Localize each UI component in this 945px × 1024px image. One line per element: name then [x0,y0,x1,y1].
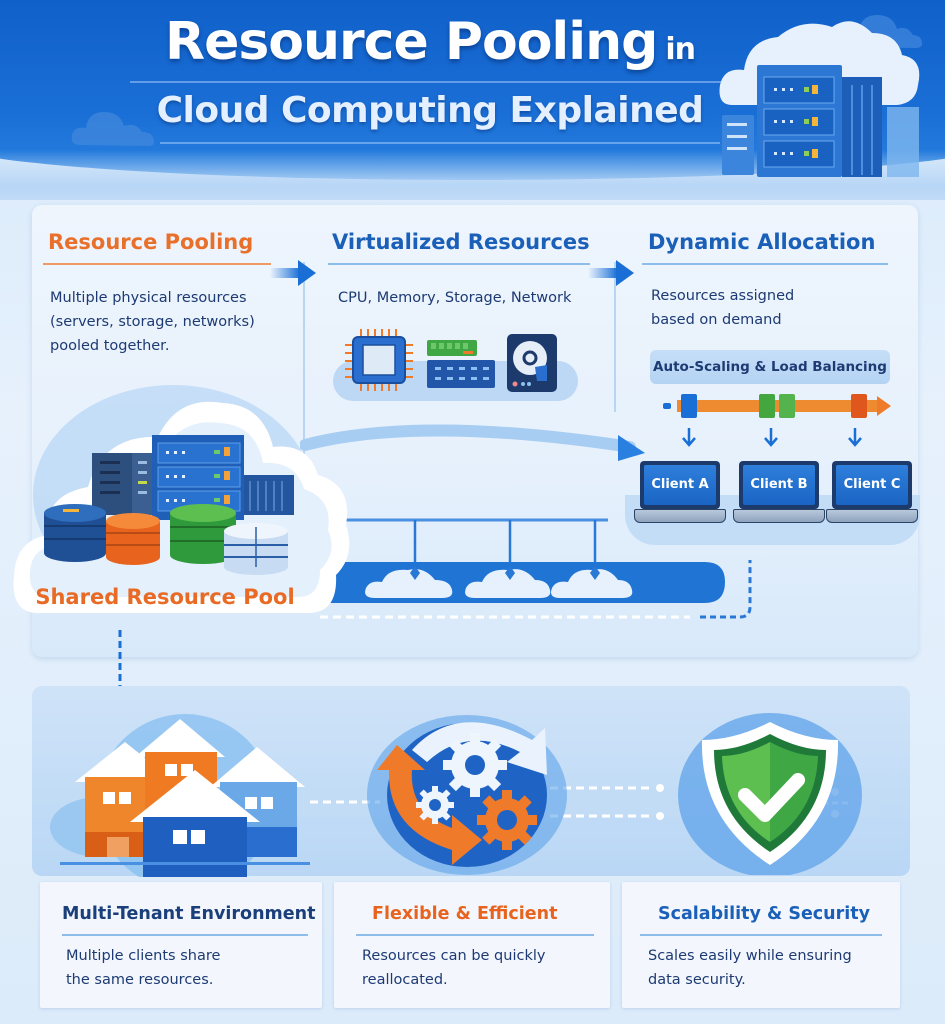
feature-title: Flexible & Efficient [372,904,558,924]
curved-arrow-icon [300,424,645,461]
houses-icon [50,714,310,877]
feature-description: Multiple clients share the same resource… [66,944,220,992]
desc-line: Multiple physical resources [50,290,247,306]
column-divider [303,262,305,512]
gear-icon [416,786,454,824]
gears-cycle-icon [367,715,567,875]
feature-card-multi-tenant: Multi-Tenant Environment Multiple client… [40,882,322,1008]
hard-disk-icon [507,334,557,392]
client-label: Client A [644,465,716,505]
feature-card-flexible-efficient: Flexible & Efficient Resources can be qu… [334,882,610,1008]
desc-line: Multiple clients share [66,948,221,964]
database-icon [224,523,288,575]
desc-line: Scales easily while ensuring [648,948,852,964]
client-c-laptop[interactable]: Client C [826,461,918,529]
feature-description: Resources can be quickly reallocated. [362,944,545,992]
gear-icon [477,790,537,850]
database-icon [44,504,106,562]
feature-underline [356,934,594,936]
desc-line: the same resources. [66,972,214,988]
laptop-screen: Client C [832,461,912,509]
client-a-laptop[interactable]: Client A [634,461,726,529]
step-title-virtualized-resources: Virtualized Resources [332,230,590,254]
step-underline [328,263,590,265]
gear-icon [443,733,507,797]
desc-line: Resources assigned [651,288,795,304]
step-title-resource-pooling: Resource Pooling [48,230,254,254]
step-underline [43,263,271,265]
step-description-virtualized-resources: CPU, Memory, Storage, Network [338,286,571,310]
virtual-resources-illustration [333,329,578,401]
auto-scaling-badge: Auto-Scaling & Load Balancing [650,350,890,384]
desc-line: (servers, storage, networks) [50,314,255,330]
laptop-keyboard [826,509,918,523]
step-description-resource-pooling: Multiple physical resources (servers, st… [50,286,255,358]
memory-module-icon [427,340,495,388]
desc-line: Resources can be quickly [362,948,546,964]
cpu-chip-icon [345,329,413,391]
laptop-keyboard [634,509,726,523]
step-underline [642,263,888,265]
arrow-right-icon [270,260,316,286]
load-balancer-bar-icon [663,394,891,447]
desc-line: CPU, Memory, Storage, Network [338,290,572,306]
title-main: Resource Pooling [165,12,658,72]
cloud-icon [71,112,154,146]
title-connector: in [665,32,696,67]
feature-title: Scalability & Security [658,904,871,924]
client-b-laptop[interactable]: Client B [733,461,825,529]
feature-description: Scales easily while ensuring data securi… [648,944,852,992]
title-divider [160,142,720,144]
column-divider [614,262,616,412]
cloud-datacenter-icon [719,21,920,177]
desc-line: based on demand [651,312,782,328]
client-label: Client C [836,465,908,505]
database-icon [106,513,160,565]
feature-underline [640,934,882,936]
desc-line: data security. [648,972,746,988]
feature-card-scalability-security: Scalability & Security Scales easily whi… [622,882,900,1008]
shared-resource-pool-label: Shared Resource Pool [35,585,295,609]
step-title-dynamic-allocation: Dynamic Allocation [648,230,876,254]
desc-line: reallocated. [362,972,448,988]
laptop-keyboard [733,509,825,523]
desc-line: pooled together. [50,338,170,354]
page-subtitle: Cloud Computing Explained [156,90,704,131]
title-divider [130,81,730,83]
laptop-screen: Client A [640,461,720,509]
step-description-dynamic-allocation: Resources assigned based on demand [651,284,794,332]
distribution-network [310,518,752,619]
arrow-right-icon [588,260,634,286]
feature-underline [62,934,308,936]
feature-title: Multi-Tenant Environment [62,904,316,924]
client-label: Client B [743,465,815,505]
shared-resource-pool-cloud [13,385,350,613]
laptop-screen: Client B [739,461,819,509]
shield-check-icon [678,713,862,875]
